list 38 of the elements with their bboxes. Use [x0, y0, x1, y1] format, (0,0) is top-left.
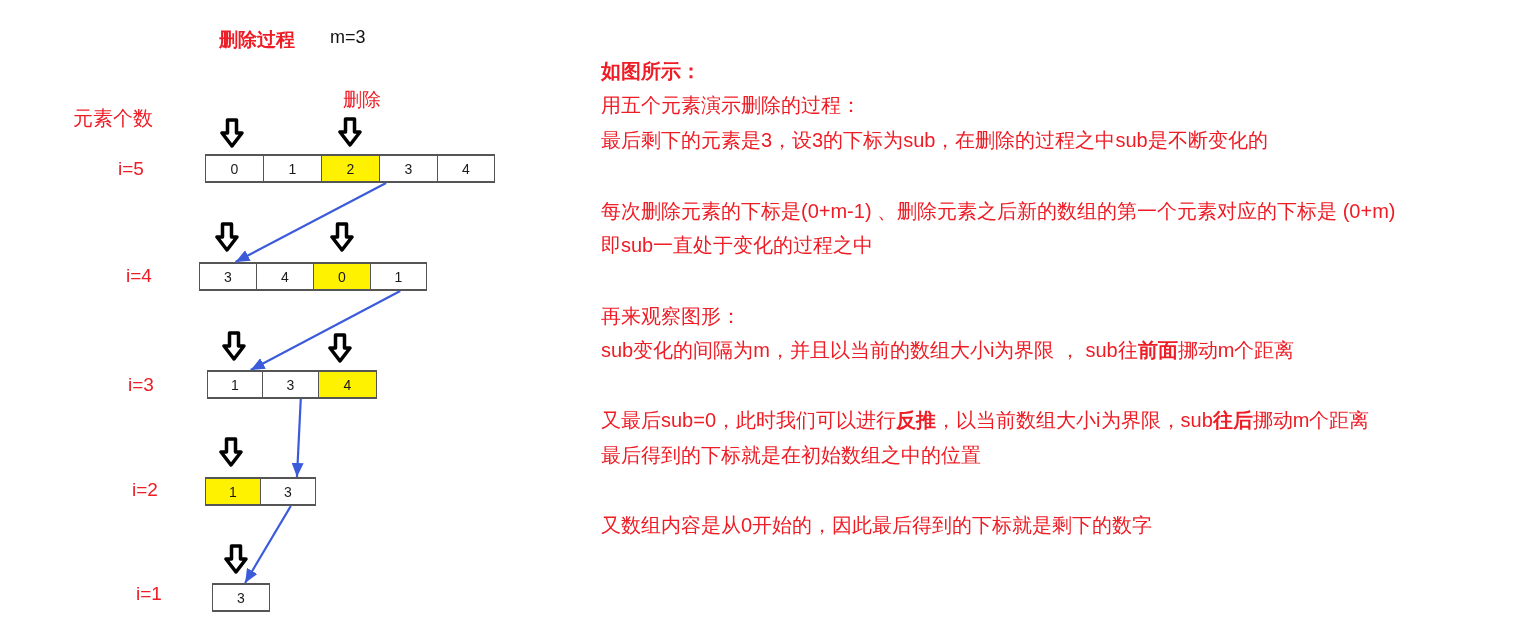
row-label: i=2 — [132, 477, 158, 502]
row-label: i=1 — [136, 581, 162, 606]
highlighted-cell: 2 — [321, 154, 380, 183]
row-label: i=5 — [118, 156, 144, 181]
array-cell: 3 — [262, 370, 319, 399]
section-heading: 如图所示： — [601, 59, 701, 84]
explanation-text: 再来观察图形： — [601, 304, 741, 329]
heading: 删除过程 — [219, 27, 295, 52]
row-label: i=4 — [126, 263, 152, 288]
array-cell: 3 — [260, 477, 316, 506]
array-cell: 1 — [207, 370, 263, 399]
arrow — [244, 505, 292, 584]
explanation-text: 又数组内容是从0开始的，因此最后得到的下标就是剩下的数字 — [601, 513, 1153, 538]
array-cell: 0 — [205, 154, 264, 183]
parameter-label: m=3 — [330, 25, 366, 49]
array-cell: 3 — [212, 583, 270, 612]
explanation-text: 最后得到的下标就是在初始数组之中的位置 — [601, 443, 981, 468]
highlighted-cell: 4 — [318, 370, 377, 399]
array-cell: 4 — [256, 262, 314, 291]
array-cell: 1 — [370, 262, 427, 291]
explanation-text: 每次删除元素的下标是(0+m-1) 、删除元素之后新的数组的第一个元素对应的下标是 (0+m) — [601, 199, 1396, 224]
annotation-label: 删除 — [343, 87, 381, 112]
explanation-text: 又最后sub=0，此时我们可以进行反推，以当前数组大小i为界限，sub往后挪动m个距离 — [601, 408, 1370, 433]
arrow — [235, 182, 387, 263]
array-cell: 1 — [263, 154, 322, 183]
array-cell: 3 — [199, 262, 257, 291]
row-label: i=3 — [128, 372, 154, 397]
highlighted-cell: 1 — [205, 477, 261, 506]
array-cell: 3 — [379, 154, 438, 183]
arrow — [291, 398, 304, 478]
explanation-text: 最后剩下的元素是3，设3的下标为sub，在删除的过程之中sub是不断变化的 — [601, 128, 1268, 153]
array-cell: 4 — [437, 154, 495, 183]
explanation-text: 用五个元素演示删除的过程： — [601, 93, 861, 118]
explanation-text: 即sub一直处于变化的过程之中 — [601, 233, 874, 258]
highlighted-cell: 0 — [313, 262, 371, 291]
arrow — [250, 290, 401, 371]
explanation-text: sub变化的间隔为m，并且以当前的数组大小i为界限 ， sub往前面挪动m个距离 — [601, 338, 1295, 363]
column-heading: 元素个数 — [73, 106, 153, 131]
